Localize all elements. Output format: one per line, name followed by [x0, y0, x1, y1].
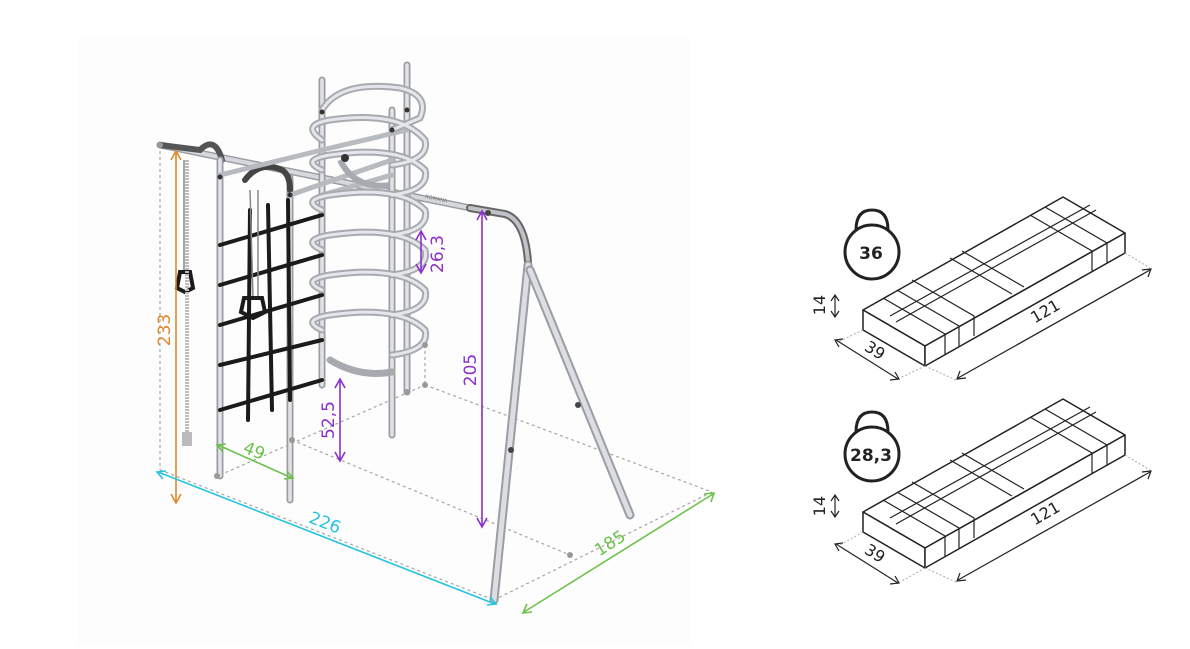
package-1-weight: 36: [859, 244, 883, 264]
ladder-gap-dimension: 52,5: [319, 377, 346, 463]
package-2: 28,3: [810, 398, 1152, 585]
package-2-weight: 28,3: [850, 446, 892, 466]
beam-height-label: 205: [461, 354, 481, 386]
ladder-gap-label: 52,5: [319, 401, 339, 439]
height-total-label: 233: [155, 314, 175, 346]
package-1-height: 14: [810, 295, 829, 315]
package-2-height: 14: [810, 496, 829, 516]
beam-height-dimension: 205: [461, 209, 488, 529]
package-1: 36: [810, 196, 1152, 381]
arc-gap-dimension: 26,3: [415, 229, 448, 275]
kettlebell-icon: [843, 410, 901, 483]
playground-structure: ROMANA: [156, 61, 635, 605]
svg-text:ROMANA: ROMANA: [425, 194, 449, 205]
kettlebell-icon: [843, 208, 901, 281]
arc-gap-label: 26,3: [428, 235, 448, 273]
height-total-dimension: 233: [155, 149, 182, 505]
gym-ring: [238, 189, 268, 321]
rope-net: [218, 198, 324, 422]
climbing-rope: [174, 160, 196, 446]
diagram-backdrop: [78, 38, 690, 646]
